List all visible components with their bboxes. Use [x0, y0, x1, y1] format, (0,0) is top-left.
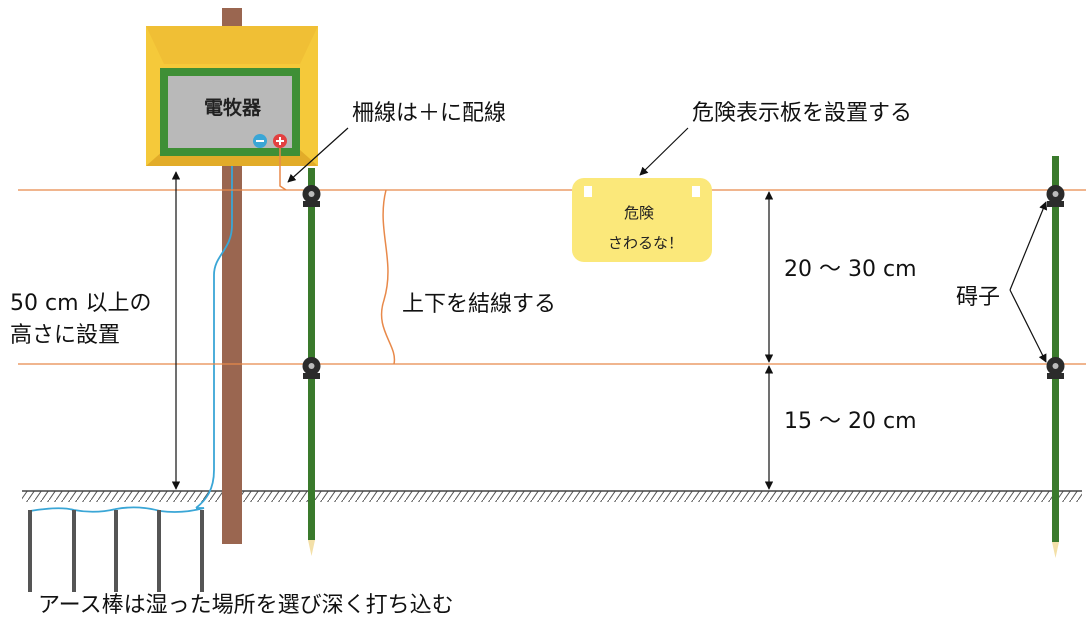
insulator-pointer-upper [1009, 201, 1048, 291]
ground-rod [72, 510, 76, 592]
ground-rod [114, 510, 118, 592]
warning-sign-board [572, 178, 712, 262]
fence-post-shaft [308, 168, 315, 540]
upper-spacing-label: 20 ～ 30 cm [784, 257, 917, 282]
lower-spacing-label: 15 ～ 20 cm [784, 409, 917, 434]
insulator-base [303, 373, 320, 379]
insulator-center [1052, 191, 1059, 197]
height-label-line1: 50 cm 以上の [10, 291, 152, 316]
insulator-base [303, 201, 320, 207]
bind-wires-label: 上下を結線する [402, 292, 557, 317]
minus-glyph [256, 140, 264, 142]
controller-panel [168, 76, 292, 148]
insulator-center [308, 191, 315, 197]
controller-label: 電牧器 [204, 97, 262, 119]
earth-wire-connector [29, 506, 205, 513]
ground-rods-label: アース棒は湿った場所を選び深く打ち込む [38, 593, 454, 618]
insulator-pointer-lower [1009, 289, 1047, 363]
warning-sign-line1: 危険 [624, 204, 655, 222]
fence-post-left [302, 168, 321, 556]
controller-top-shade [146, 26, 318, 64]
fence-post-tip [1052, 542, 1059, 558]
ground-rod [200, 510, 204, 592]
ground [22, 490, 1082, 502]
sign-hole [584, 186, 592, 197]
positive-wire-label: 柵線は＋に配線 [352, 101, 507, 126]
install-sign-label: 危険表示板を設置する [692, 101, 913, 126]
fence-post-tip [308, 540, 315, 556]
ground-rods [28, 510, 204, 592]
earth-wire [195, 152, 233, 509]
plus-glyph-v [279, 137, 281, 145]
sign-pointer [639, 127, 689, 176]
arrows [171, 127, 1048, 490]
insulator-base [1047, 201, 1064, 207]
ground-rod [157, 510, 161, 592]
positive-lead-wire [279, 148, 287, 191]
fence-post-shaft [1052, 156, 1059, 542]
insulator-center [1052, 363, 1059, 369]
insulator-base [1047, 373, 1064, 379]
binding-wire [380, 189, 396, 365]
warning-sign [572, 178, 712, 262]
insulator-center [308, 363, 315, 369]
height-label-line2: 高さに設置 [10, 323, 121, 348]
ground-hatching [22, 491, 1082, 502]
sign-hole [692, 186, 700, 197]
fence-post-right [1046, 156, 1065, 558]
ground-rod [28, 510, 32, 592]
controller-box [146, 26, 318, 166]
insulator-label: 碍子 [956, 285, 1001, 310]
warning-sign-line2: さわるな！ [608, 234, 684, 252]
positive-wire-pointer [287, 127, 349, 183]
